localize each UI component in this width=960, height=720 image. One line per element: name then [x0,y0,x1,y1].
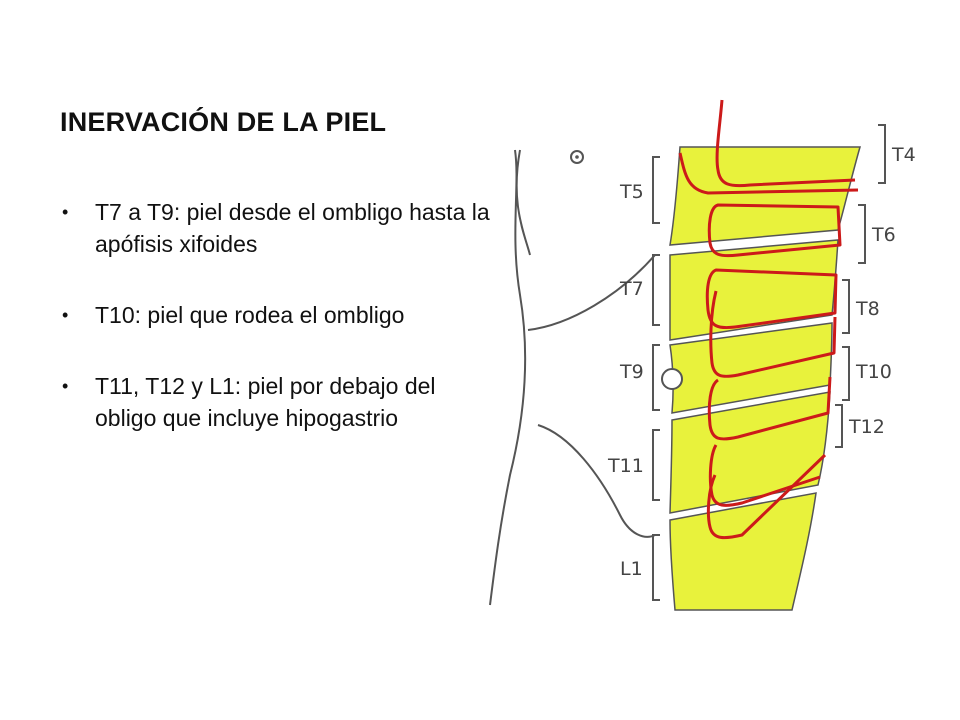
bracket-t7 [652,254,660,326]
nerve-t9-t10 [707,376,832,441]
label-t12: T12 [848,416,885,438]
bracket-t9 [652,344,660,411]
label-t7: T7 [619,278,644,300]
band-l1 [669,492,817,611]
umbilicus-icon [661,368,683,390]
label-t8: T8 [855,298,880,320]
bullet-marker: • [62,376,69,396]
nerve-t5 [678,152,859,195]
nerve-t12-l1 [706,453,827,540]
bracket-t5 [652,156,660,224]
nerve-t8 [709,290,837,378]
arm-outline [527,254,656,538]
label-t4: T4 [891,144,916,166]
nerve-t11 [708,444,821,507]
bracket-t6 [858,204,866,264]
bullet-text: T11, T12 y L1: piel por debajo del oblig… [95,373,436,431]
slide-title: INERVACIÓN DE LA PIEL [60,107,387,137]
label-t11: T11 [607,455,644,477]
bullet-t7-t9: • T7 a T9: piel desde el ombligo hasta l… [60,196,500,260]
bullet-text: T7 a T9: piel desde el ombligo hasta la … [95,199,490,257]
bullet-marker: • [62,202,69,222]
nerve-t6 [707,203,842,258]
bracket-l1 [652,534,660,601]
band-t5-t6 [669,146,861,246]
segment-brackets [652,124,886,601]
dermatome-diagram: T4 T5 T6 T7 T8 T9 T10 T11 T12 L1 [489,99,916,611]
nerve-paths [678,99,859,540]
label-t6: T6 [871,224,896,246]
label-t5: T5 [619,181,644,203]
label-l1: L1 [620,558,643,580]
bracket-t11 [652,429,660,501]
dermatome-bands [669,146,861,611]
bracket-t4 [878,124,886,184]
bracket-t10 [842,346,850,401]
label-t9: T9 [619,361,644,383]
bullet-list: • T7 a T9: piel desde el ombligo hasta l… [60,196,500,473]
nerve-t4 [715,99,856,188]
bracket-t8 [842,279,850,334]
bullet-t10: • T10: piel que rodea el ombligo [60,299,500,331]
bullet-t11-l1: • T11, T12 y L1: piel por debajo del obl… [60,370,500,434]
nipple-left-icon [570,150,584,164]
torso-outline [489,149,531,606]
bullet-text: T10: piel que rodea el ombligo [95,302,405,328]
bracket-t12 [835,404,843,448]
label-t10: T10 [855,361,892,383]
bullet-marker: • [62,305,69,325]
nerve-t7 [705,268,838,330]
